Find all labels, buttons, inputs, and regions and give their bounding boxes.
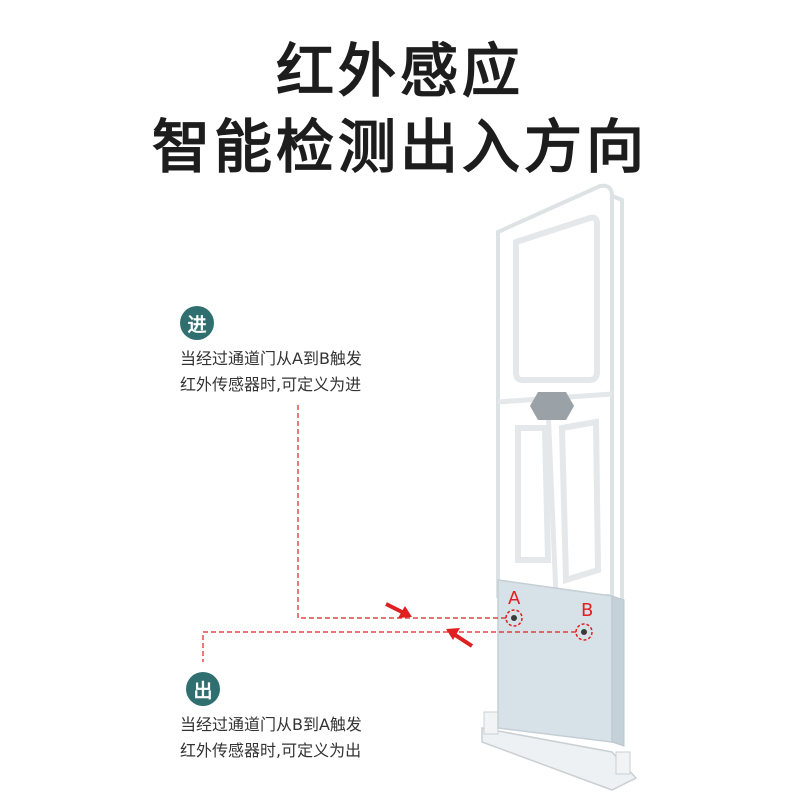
exit-description: 当经过通道门从B到A触发 红外传感器时,可定义为出 [180, 712, 362, 764]
gate-frame [496, 183, 624, 600]
gate-side-panel [611, 595, 625, 747]
entry-guide-line [297, 405, 506, 619]
sensor-a-icon [511, 615, 517, 621]
sensor-b-ring [575, 623, 593, 641]
exit-description-line2: 红外传感器时,可定义为出 [180, 741, 362, 760]
gate-center-badge [530, 392, 574, 420]
entry-arrow-icon [385, 602, 412, 618]
sensor-a-label: A [508, 588, 521, 609]
entry-description-line2: 红外传感器时,可定义为进 [180, 375, 362, 394]
sensor-b-icon [581, 629, 587, 635]
headline-line1: 红外感应 [275, 37, 524, 105]
gate-base [481, 727, 638, 791]
gate-base-leg-left [483, 711, 499, 735]
gate-base-leg-right [615, 751, 631, 775]
headline-line2: 智能检测出入方向 [151, 113, 648, 181]
sensor-a-ring [505, 609, 523, 627]
exit-arrow-icon [446, 628, 474, 648]
entry-description-line1: 当经过通道门从A到B触发 [180, 349, 362, 368]
exit-description-line1: 当经过通道门从B到A触发 [180, 715, 362, 734]
exit-badge: 出 [186, 672, 220, 706]
entry-description: 当经过通道门从A到B触发 红外传感器时,可定义为进 [180, 346, 362, 398]
sensor-b-label: B [581, 600, 594, 621]
entry-badge: 进 [180, 306, 214, 340]
